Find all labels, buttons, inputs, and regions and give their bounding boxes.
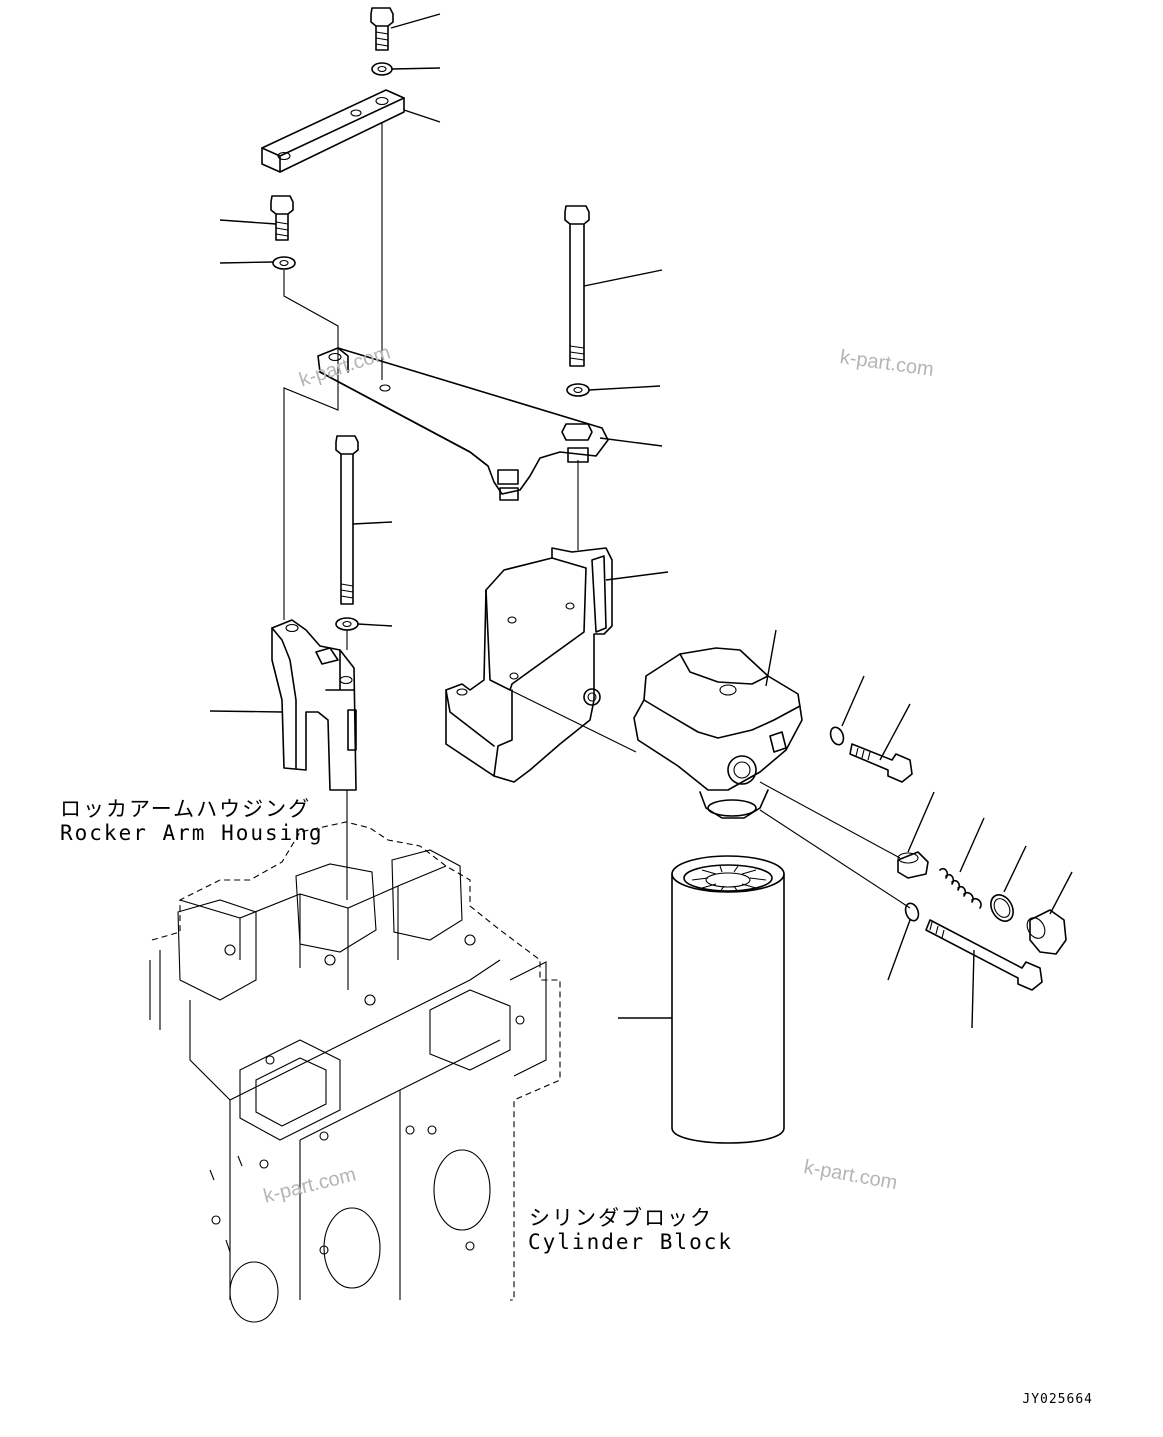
top-washer <box>371 62 393 76</box>
check-valve <box>897 851 929 879</box>
small-washer-lower <box>904 902 920 922</box>
rocker-arm-housing-label: ロッカアームハウジング Rocker Arm Housing <box>60 797 324 845</box>
cylinder-block-jp: シリンダブロック <box>529 1206 713 1230</box>
filter-head <box>633 647 803 819</box>
support-bracket <box>317 347 609 501</box>
drawing-id: JY025664 <box>1022 1392 1093 1407</box>
rocker-arm-housing-en: Rocker Arm Housing <box>60 821 324 845</box>
head-bolt <box>849 743 913 783</box>
rocker-bracket <box>271 619 357 791</box>
cylinder-block <box>149 821 561 1323</box>
small-washer <box>272 256 296 270</box>
cylinder-block-en: Cylinder Block <box>528 1230 734 1254</box>
right-washer <box>566 383 590 397</box>
plug <box>1026 909 1067 955</box>
cylinder-block-label: シリンダブロック Cylinder Block <box>528 1206 734 1254</box>
filter-cartridge <box>671 855 785 1144</box>
long-bolt-left <box>335 435 359 605</box>
top-plate <box>261 89 405 173</box>
long-bolt-right <box>564 205 590 367</box>
valve-spring <box>939 867 982 909</box>
o-ring <box>990 894 1014 922</box>
top-bolt <box>370 7 394 51</box>
head-washer <box>829 726 845 746</box>
left-washer <box>335 617 359 631</box>
rocker-arm-housing-jp: ロッカアームハウジング <box>60 797 312 821</box>
small-bolt <box>270 195 294 241</box>
filter-bracket <box>445 547 613 783</box>
long-bolt-lower <box>925 919 1043 991</box>
